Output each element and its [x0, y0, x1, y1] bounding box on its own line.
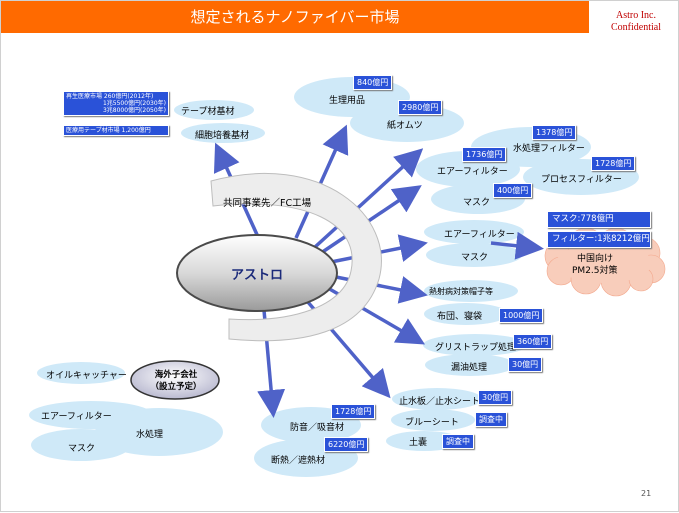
mask2-label: マスク	[461, 253, 489, 263]
dannetsu-amount-badge: 6220億円	[324, 437, 369, 452]
arrow-china	[490, 231, 544, 260]
china-line2: PM2.5対策	[572, 266, 618, 276]
overseas-mask-label: マスク	[68, 444, 96, 454]
ellipse-oil-leak	[425, 354, 515, 376]
grease-label: グリストラップ処理	[435, 343, 517, 353]
ellipse-futon	[424, 303, 508, 325]
astro-label: アストロ	[231, 268, 284, 283]
regen-line3: 3兆8000億円(2050年)	[102, 107, 166, 114]
medical-tape-box: 医療用テープ材市場 1,200億円	[63, 125, 169, 136]
ellipse-mask2	[426, 243, 522, 267]
logo-confidential: Confidential	[611, 22, 661, 33]
regen-line2: 1兆5500億円(2030年)	[102, 100, 166, 107]
mask1-amount-badge: 400億円	[493, 183, 533, 198]
arrow-grease	[320, 282, 426, 345]
ellipse-blue	[391, 409, 475, 431]
donou-amount-badge: 調査中	[442, 434, 474, 449]
subsidiary-line1: 海外子会社	[154, 370, 198, 380]
china-line1: 中国向け	[577, 254, 614, 264]
ellipse-grease	[423, 334, 527, 356]
ellipse-air-filter2	[424, 220, 524, 244]
page-title: 想定されるナノファイバー市場	[190, 8, 400, 26]
shisui-amount-badge: 30億円	[478, 390, 513, 405]
china-filter-badge: フィルター:1兆8212億円	[547, 231, 651, 248]
seiri-amount-badge: 840億円	[353, 75, 393, 90]
market-ellipses	[29, 77, 639, 477]
china-mask-badge: マスク:778億円	[547, 211, 651, 228]
astro-center-oval	[176, 234, 338, 312]
dannetsu-label: 断熱／遮熱材	[271, 456, 326, 466]
blue-sheet-label: ブルーシート	[405, 418, 459, 428]
netsu-label: 熱射病対策帽子等	[429, 287, 493, 296]
overseas-air-filter-label: エアーフィルター	[41, 412, 112, 422]
mask1-label: マスク	[463, 198, 491, 208]
overseas-water-label: 水処理	[136, 430, 164, 440]
air-filter1-amount-badge: 1736億円	[462, 147, 507, 162]
regen-line1: 再生医療市場 260億円(2012年)	[66, 93, 154, 100]
process-filter-amount-badge: 1728億円	[591, 156, 636, 171]
ellipse-ow-mask	[31, 429, 131, 461]
subsidiary-oval	[130, 360, 220, 400]
ring-label: 共同事業先／FC工場	[223, 198, 312, 209]
ellipse-netsu	[424, 280, 518, 302]
ellipse-shisui	[392, 388, 482, 410]
tape-base-label: テープ材基材	[181, 107, 235, 117]
shisui-label: 止水板／止水シート	[399, 397, 481, 407]
blue-sheet-amount-badge: 調査中	[475, 412, 507, 427]
page-number: 21	[641, 489, 652, 498]
arrow-boon	[257, 298, 286, 418]
omutsu-amount-badge: 2980億円	[398, 100, 443, 115]
company-logo: Astro Inc. Confidential	[601, 10, 671, 34]
boon-amount-badge: 1728億円	[331, 404, 376, 419]
air-filter2-label: エアーフィルター	[444, 230, 515, 240]
subsidiary-label: 海外子会社 （設立予定）	[146, 368, 206, 392]
partner-ring	[210, 172, 382, 342]
grease-amount-badge: 360億円	[513, 334, 553, 349]
regen-market-box: 再生医療市場 260億円(2012年) 1兆5500億円(2030年) 3兆80…	[63, 91, 169, 116]
futon-amount-badge: 1000億円	[499, 308, 544, 323]
water-filter-label: 水処理フィルター	[513, 144, 585, 154]
oil-leak-label: 漏油処理	[451, 363, 488, 373]
ellipse-oil-catcher	[37, 362, 125, 384]
logo-company-name: Astro Inc.	[616, 10, 656, 21]
air-filter1-label: エアーフィルター	[437, 167, 508, 177]
futon-label: 布団、寝袋	[437, 312, 483, 322]
arrow-filter	[313, 148, 424, 249]
cell-culture-label: 細胞培養基材	[195, 131, 250, 141]
oil-catcher-label: オイルキャッチャー	[46, 371, 127, 381]
seiri-label: 生理用品	[329, 96, 366, 106]
subsidiary-line2: （設立予定）	[150, 382, 202, 392]
boon-label: 防音／吸音材	[290, 423, 345, 433]
ellipse-cell	[181, 123, 265, 143]
water-filter-amount-badge: 1378億円	[532, 125, 577, 140]
title-bar: 想定されるナノファイバー市場	[1, 1, 589, 33]
oil-leak-amount-badge: 30億円	[508, 357, 543, 372]
donou-label: 土嚢	[409, 438, 428, 448]
ellipse-tape	[174, 100, 254, 120]
omutsu-label: 紙オムツ	[387, 121, 423, 131]
process-filter-label: プロセスフィルター	[541, 175, 622, 185]
